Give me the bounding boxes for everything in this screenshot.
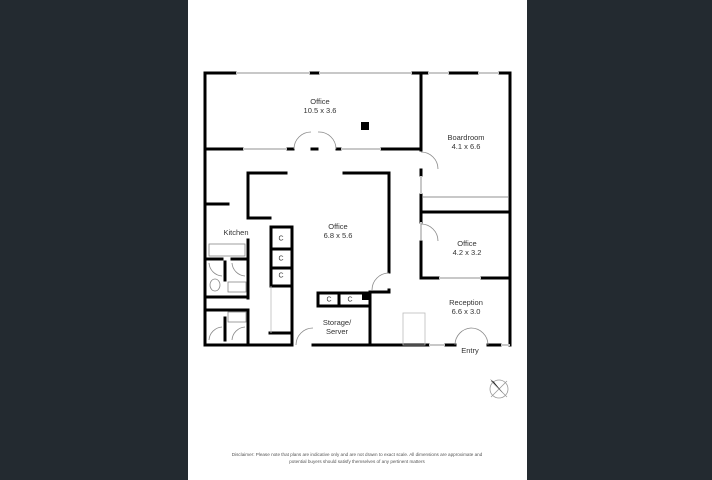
cupboard-label: C bbox=[326, 296, 332, 304]
entry-label: Entry bbox=[461, 346, 479, 355]
disclaimer-text: Disclaimer: Please note that plans are i… bbox=[200, 451, 514, 465]
room-label-kitchen: Kitchen bbox=[223, 228, 249, 237]
cupboard-label: C bbox=[278, 255, 284, 263]
floorplan-sheet bbox=[188, 0, 527, 480]
disclaimer-line-2: potential buyers should satisfy themselv… bbox=[289, 459, 425, 464]
cupboard-label: C bbox=[347, 296, 353, 304]
cupboard-label: C bbox=[278, 235, 284, 243]
right-dark-panel bbox=[527, 0, 712, 480]
cupboard-label: C bbox=[278, 272, 284, 280]
room-label-storage-server: Storage/Server bbox=[322, 318, 352, 336]
disclaimer-line-1: Disclaimer: Please note that plans are i… bbox=[231, 452, 483, 457]
north-arrow-icon bbox=[489, 379, 509, 399]
left-dark-panel bbox=[0, 0, 188, 480]
